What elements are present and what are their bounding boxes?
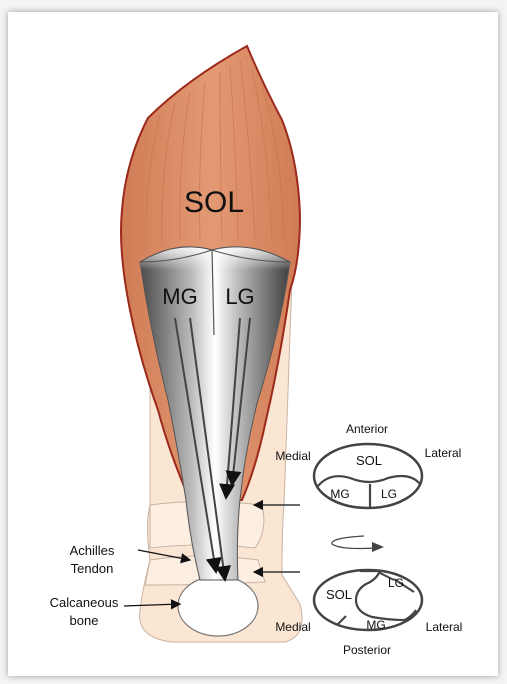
calcaneous-label-line1: Calcaneous	[50, 595, 119, 610]
lower-lg-label: LG	[388, 576, 404, 590]
lower-lateral-label: Lateral	[426, 620, 463, 634]
calcaneus-bone	[178, 576, 258, 636]
lower-mg-label: MG	[366, 618, 385, 632]
upper-lateral-label: Lateral	[425, 446, 462, 460]
lower-posterior-label: Posterior	[343, 643, 391, 657]
upper-anterior-label: Anterior	[346, 422, 388, 436]
achilles-label-line2: Tendon	[71, 561, 114, 576]
upper-medial-label: Medial	[275, 449, 310, 463]
calcaneous-label-line2: bone	[70, 613, 99, 628]
lower-sol-label: SOL	[326, 587, 352, 602]
lower-medial-label: Medial	[275, 620, 310, 634]
upper-lg-label: LG	[381, 487, 397, 501]
mg-muscle-label: MG	[162, 284, 197, 309]
upper-mg-label: MG	[330, 487, 349, 501]
rotation-arrow	[332, 536, 384, 552]
sol-muscle-label: SOL	[184, 186, 244, 219]
lg-muscle-label: LG	[225, 284, 254, 309]
achilles-label-line1: Achilles	[70, 543, 115, 558]
upper-sol-label: SOL	[356, 453, 382, 468]
